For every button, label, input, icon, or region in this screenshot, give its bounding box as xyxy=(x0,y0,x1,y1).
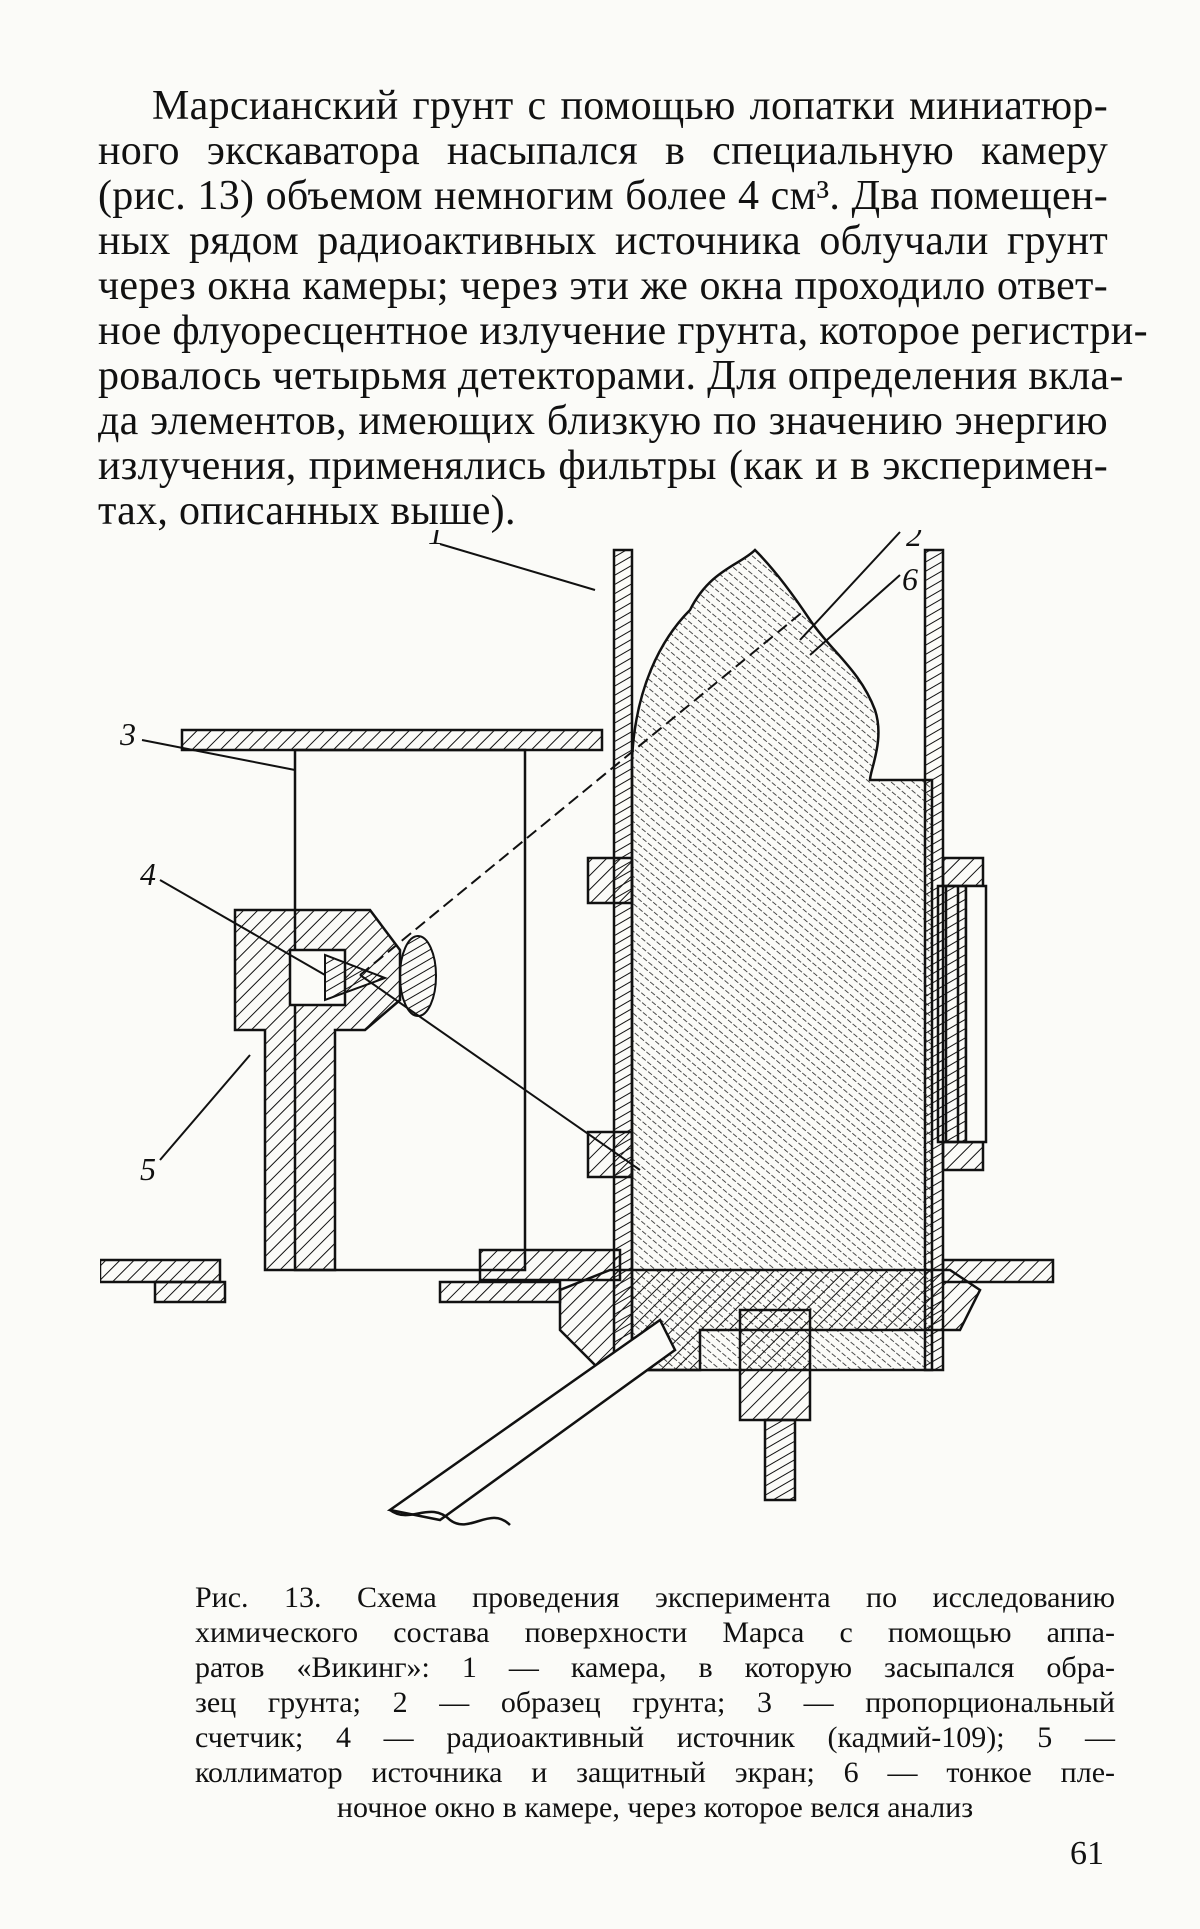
caption-line: счетчик; 4 — радиоактивный источник (кад… xyxy=(195,1721,1115,1754)
caption-line: Рис. 13. Схема проведения эксперимента п… xyxy=(195,1581,1115,1614)
text-line: тах, описанных выше). xyxy=(98,488,516,534)
text-line: излучения, применялись фильтры (как и в … xyxy=(98,443,1108,489)
label-5: 5 xyxy=(140,1151,156,1187)
text-line: ное флуоресцентное излучение грунта, кот… xyxy=(98,308,1148,354)
label-3: 3 xyxy=(119,716,136,752)
caption-line: зец грунта; 2 — образец грунта; 3 — проп… xyxy=(195,1686,1115,1719)
figure-caption: Рис. 13. Схема проведения эксперимента п… xyxy=(195,1580,1115,1825)
text-line: ровалось четырьмя детекторами. Для опред… xyxy=(98,353,1124,399)
label-4: 4 xyxy=(140,856,156,892)
caption-line: коллиматор источника и защитный экран; 6… xyxy=(195,1756,1115,1789)
label-2: 2 xyxy=(906,530,922,553)
text-line: ных рядом радиоактивных источника облуча… xyxy=(98,218,1108,264)
text-line: ного экскаватора насыпался в специальную… xyxy=(98,128,1108,174)
page-number: 61 xyxy=(1070,1835,1104,1872)
caption-line: химического состава поверхности Марса с … xyxy=(195,1616,1115,1649)
text-line: (рис. 13) объемом немногим более 4 см³. … xyxy=(98,173,1108,219)
soil-sample xyxy=(630,548,934,1372)
text-line: да элементов, имеющих близкую по значени… xyxy=(98,398,1108,444)
label-6: 6 xyxy=(902,561,918,597)
chamber-walls xyxy=(586,548,988,1372)
text-line: Марсианский грунт с помощью лопатки мини… xyxy=(152,83,1108,129)
caption-line: ратов «Викинг»: 1 — камера, в которую за… xyxy=(195,1651,1115,1684)
apparatus-diagram: 1 2 3 4 5 6 xyxy=(100,530,1055,1526)
radioactive-source xyxy=(324,935,437,1017)
text-line: через окна камеры; через эти же окна про… xyxy=(98,263,1108,309)
label-1: 1 xyxy=(428,530,444,551)
body-paragraph: Марсианский грунт с помощью лопатки мини… xyxy=(98,83,1148,534)
collimator-shield xyxy=(233,908,402,1272)
caption-line: ночное окно в камере, через которое велс… xyxy=(336,1791,974,1824)
leader-lines xyxy=(141,531,901,1171)
base-plate xyxy=(100,1248,1055,1526)
